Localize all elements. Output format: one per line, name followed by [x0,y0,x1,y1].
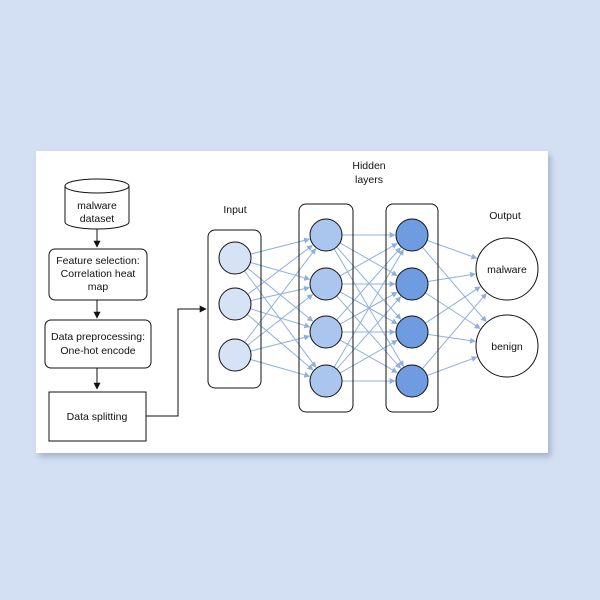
output-node-benign: benign [475,314,539,378]
hidden-layer-1-box [298,203,354,413]
network-edge [427,333,476,344]
network-edge [250,285,310,302]
flowchart: malware dataset Feature selection: Corre… [44,178,207,442]
hidden-1-node-2 [309,267,343,301]
network-edge [336,247,402,321]
feature-selection-line-3: map [88,281,109,293]
output-node-benign-label: benign [491,341,523,353]
hidden-1-node-4 [309,364,343,398]
output-node-malware: malware [475,237,539,301]
output-node-malware-label: malware [487,264,527,276]
step-data-preprocessing: Data preprocessing: One-hot encode [44,319,152,369]
hidden-2-node-4 [395,364,429,398]
input-node-3 [218,338,252,372]
network-edge [333,249,404,368]
feature-selection-line-2: Correlation heat [61,268,136,280]
network-edge [250,308,311,329]
hidden-label-line-1: Hidden [352,160,385,172]
hidden-2-node-2 [395,267,429,301]
dataset-cylinder: malware dataset [64,178,130,230]
network-edge [336,296,402,370]
input-layer-box [207,229,262,389]
neural-network: Input Hidden layers Output malware benig… [207,160,539,413]
network-edge [339,339,398,374]
network-edge [247,294,314,346]
network-edge [421,292,487,370]
hidden-1-node-3 [309,315,343,349]
input-label: Input [223,204,246,216]
network-edge [425,286,481,324]
network-edge [250,261,311,281]
network-edge [250,358,311,378]
input-node-2 [218,287,252,321]
hidden-label-line-2: layers [355,174,383,186]
feature-selection-line-1: Feature selection: [56,255,139,267]
data-splitting-label: Data splitting [67,411,128,423]
arrow-splitting-to-input [146,305,207,417]
network-edge [247,244,313,295]
network-edge [339,242,398,277]
network-edge [250,334,311,352]
step-feature-selection: Feature selection: Correlation heat map [48,248,148,301]
hidden-2-node-1 [395,218,429,252]
network-edges [244,232,487,384]
input-node-1 [218,241,252,275]
network-edge [426,356,478,376]
network-nodes [218,218,429,398]
hidden-1-node-1 [309,218,343,252]
dataset-label-line-2: dataset [80,213,115,225]
network-edge [425,292,481,329]
network-edge [426,239,478,260]
network-edge [250,237,311,255]
output-label: Output [489,210,521,222]
hidden-layer-2-box [385,203,439,413]
hidden-2-node-3 [395,315,429,349]
network-edge [427,271,476,282]
step-data-splitting: Data splitting [48,391,147,442]
network-edge [244,248,317,343]
dataset-label-line-1: malware [77,200,117,212]
data-preprocessing-line-2: One-hot encode [60,345,135,357]
data-preprocessing-line-1: Data preprocessing: [51,331,145,343]
network-edge [422,246,487,323]
